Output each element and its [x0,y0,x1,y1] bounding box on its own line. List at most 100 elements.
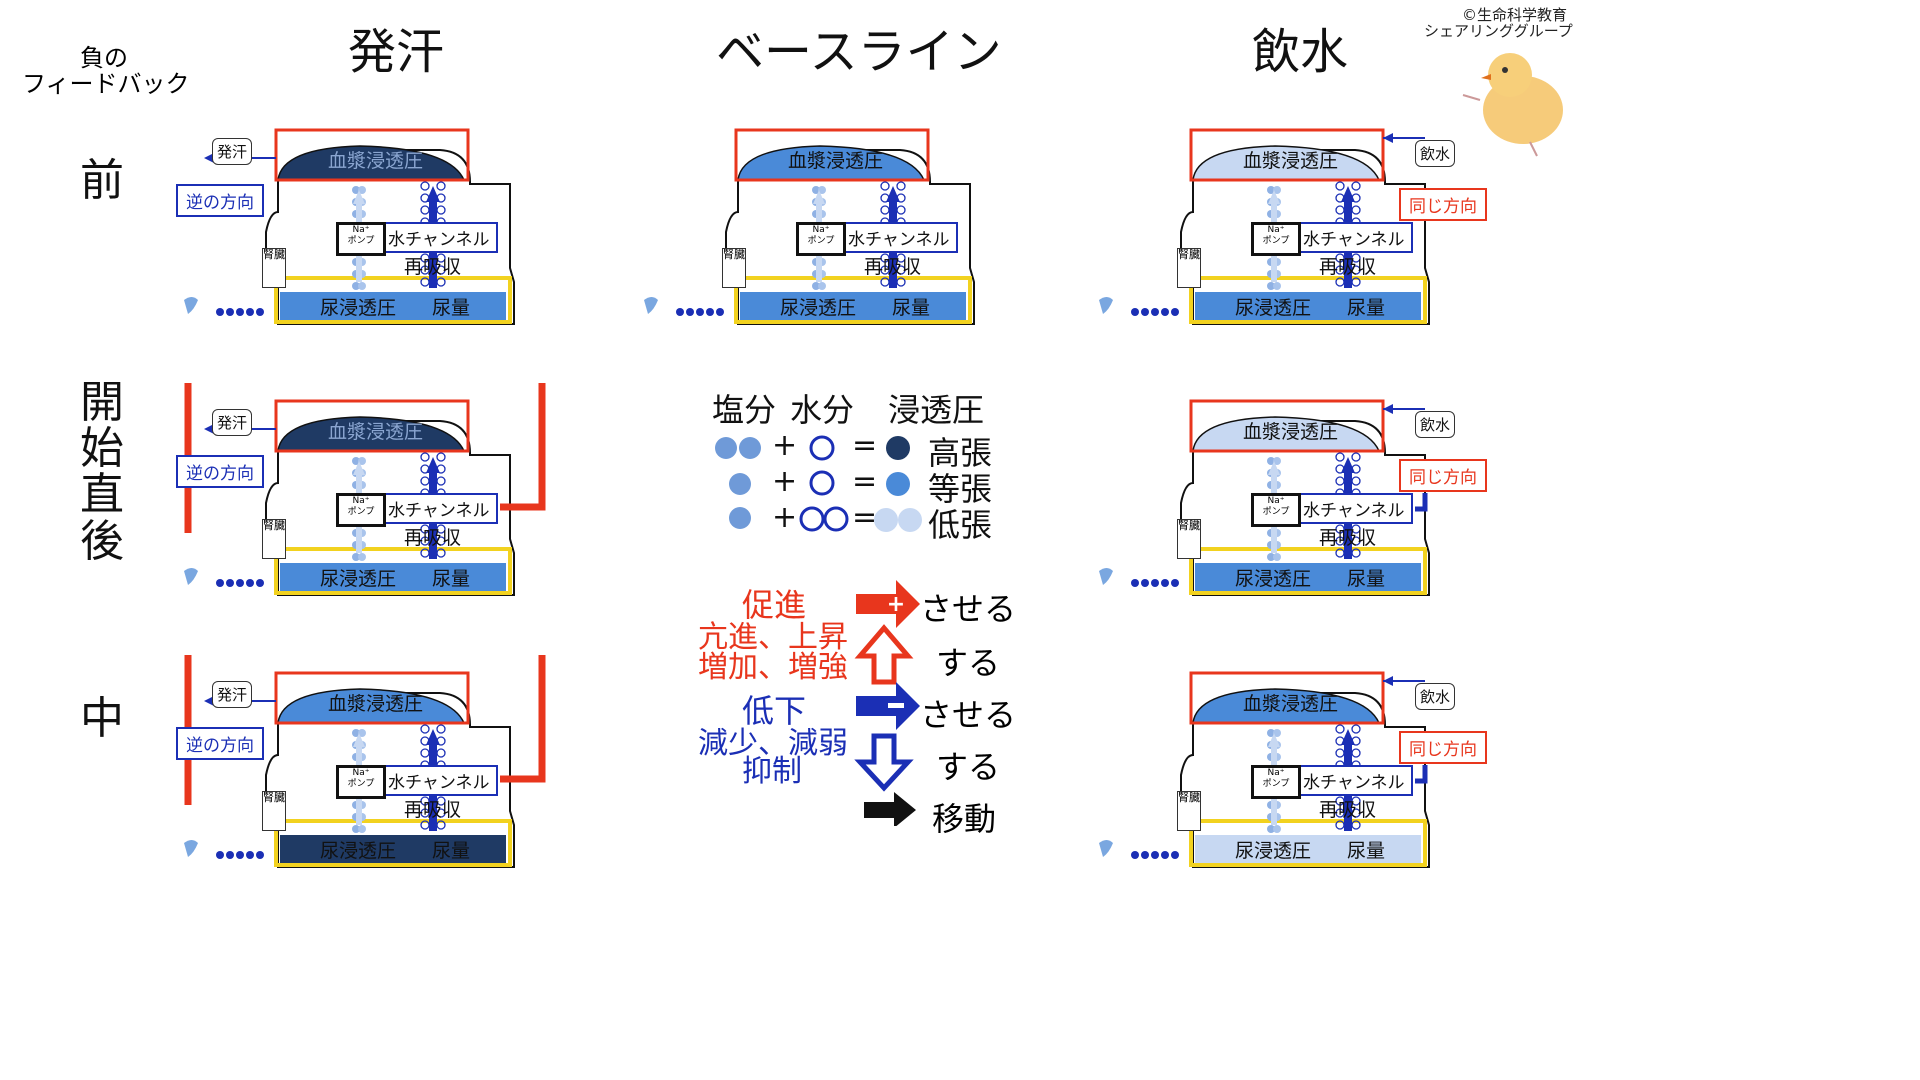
reabsorption-label: 再吸収 [404,527,462,549]
salt-dot [1267,282,1275,290]
water-channel-label: 水チャンネル [380,222,498,253]
urine-osmotic-label: 尿浸透圧 [780,297,857,319]
urine-flow-dot [1141,579,1149,587]
legend-eq-3: = [852,500,878,535]
increase-words-1: 亢進、上昇 [698,620,848,655]
chick-mascot [1462,53,1563,157]
urine-bar [280,292,506,320]
water-dot [436,476,446,486]
decrease-words-1: 減少、減弱 [698,726,848,761]
salt-dot [352,186,360,194]
sweat-label: 発汗 [212,681,253,708]
legend-col-water: 水分 [790,391,855,429]
na-pump-line2: ポンプ [347,236,375,246]
row-label-during: 中 [80,693,124,744]
credit-line-1: ©生命科学教育 [1462,6,1568,24]
water-dot [1351,748,1361,758]
reabsorption-label: 再吸収 [1319,527,1377,549]
salt-dot [358,729,366,737]
salt-dots-iso [729,473,751,495]
salt-dot [1267,729,1275,737]
salt-dot [352,553,360,561]
legend-hypertonic: 高張 [928,434,993,472]
salt-dot [1273,282,1281,290]
opposite-direction-label: 逆の方向 [176,727,264,760]
arrow-left-icon [1383,133,1393,143]
legend-eq-2: = [852,464,878,499]
legend-eq-1: = [852,428,878,463]
do-label-1: する [936,644,1001,682]
na-pump-line2: ポンプ [807,236,835,246]
water-ring-1 [809,435,835,461]
plasma-box [274,399,470,453]
drink-label: 飲水 [1415,411,1456,438]
na-pump-box: Na⁺ポンプ [796,222,846,256]
toilet-icon [1099,568,1113,585]
feedback-label-1: 負の [80,44,128,72]
title-baseline: ベースライン [716,24,1002,80]
water-ring-3a [799,506,825,532]
arrow-left-icon [1383,404,1393,414]
urine-flow-dot [1141,308,1149,316]
urine-flow-dot [1161,851,1169,859]
salt-dot [812,186,820,194]
water-dot [420,452,430,462]
urine-bar [1195,835,1421,863]
salt-dot [1267,825,1275,833]
salt-dot [1273,186,1281,194]
drink-label: 飲水 [1415,683,1456,710]
urine-yellow-box [1189,819,1427,867]
do-label-2: する [936,748,1001,786]
water-dot [420,724,430,734]
kidney-outline [184,128,515,325]
urine-flow-dot [1171,851,1179,859]
move-label: 移動 [932,800,997,838]
water-dot [436,452,446,462]
kidney-tag: 腎臓 [262,791,286,831]
urine-flow-dot [1151,851,1159,859]
increase-words-2: 増加、増強 [698,650,848,685]
arrow-left-icon [1383,676,1393,686]
urine-volume-label: 尿量 [1347,568,1386,590]
na-pump-line1: Na⁺ [1267,496,1285,506]
urine-flow-dot [1161,579,1169,587]
red-feedback-loop [184,655,546,805]
water-dot [420,205,430,215]
water-dot [436,205,446,215]
water-dot [880,205,890,215]
toilet-icon [1099,297,1113,314]
plasma-osmotic-label: 血漿浸透圧 [328,421,424,443]
na-pump-line1: Na⁺ [812,225,830,235]
urine-flow-dot [686,308,694,316]
urine-bar [740,292,966,320]
plasma-box [734,128,930,182]
water-dot [1335,181,1345,191]
urine-volume-label: 尿量 [892,297,931,319]
urine-flow-dot [1161,308,1169,316]
row-label-before: 前 [80,155,124,206]
water-dot [436,748,446,758]
title-drink: 飲水 [1252,24,1349,80]
urine-flow-dot [236,308,244,316]
salt-dot [818,186,826,194]
row-label-after-start: 開始直後 [80,377,124,567]
plasma-osmotic-label: 血漿浸透圧 [328,150,424,172]
salt-dot [358,553,366,561]
urine-bar [1195,292,1421,320]
na-pump-line1: Na⁺ [352,496,370,506]
urine-osmotic-label: 尿浸透圧 [1235,840,1312,862]
na-pump-line2: ポンプ [347,507,375,517]
salt-dot [1273,457,1281,465]
kidney-tag: 腎臓 [262,248,286,288]
urine-flow-dot [226,308,234,316]
plasma-dome [1192,688,1381,724]
na-pump-line2: ポンプ [1262,507,1290,517]
plasma-dome [737,145,926,181]
urine-flow-dot [1131,851,1139,859]
urine-flow-dot [676,308,684,316]
drink-label: 飲水 [1415,140,1456,167]
water-dot [880,181,890,191]
legend-plus-3: + [772,500,798,535]
